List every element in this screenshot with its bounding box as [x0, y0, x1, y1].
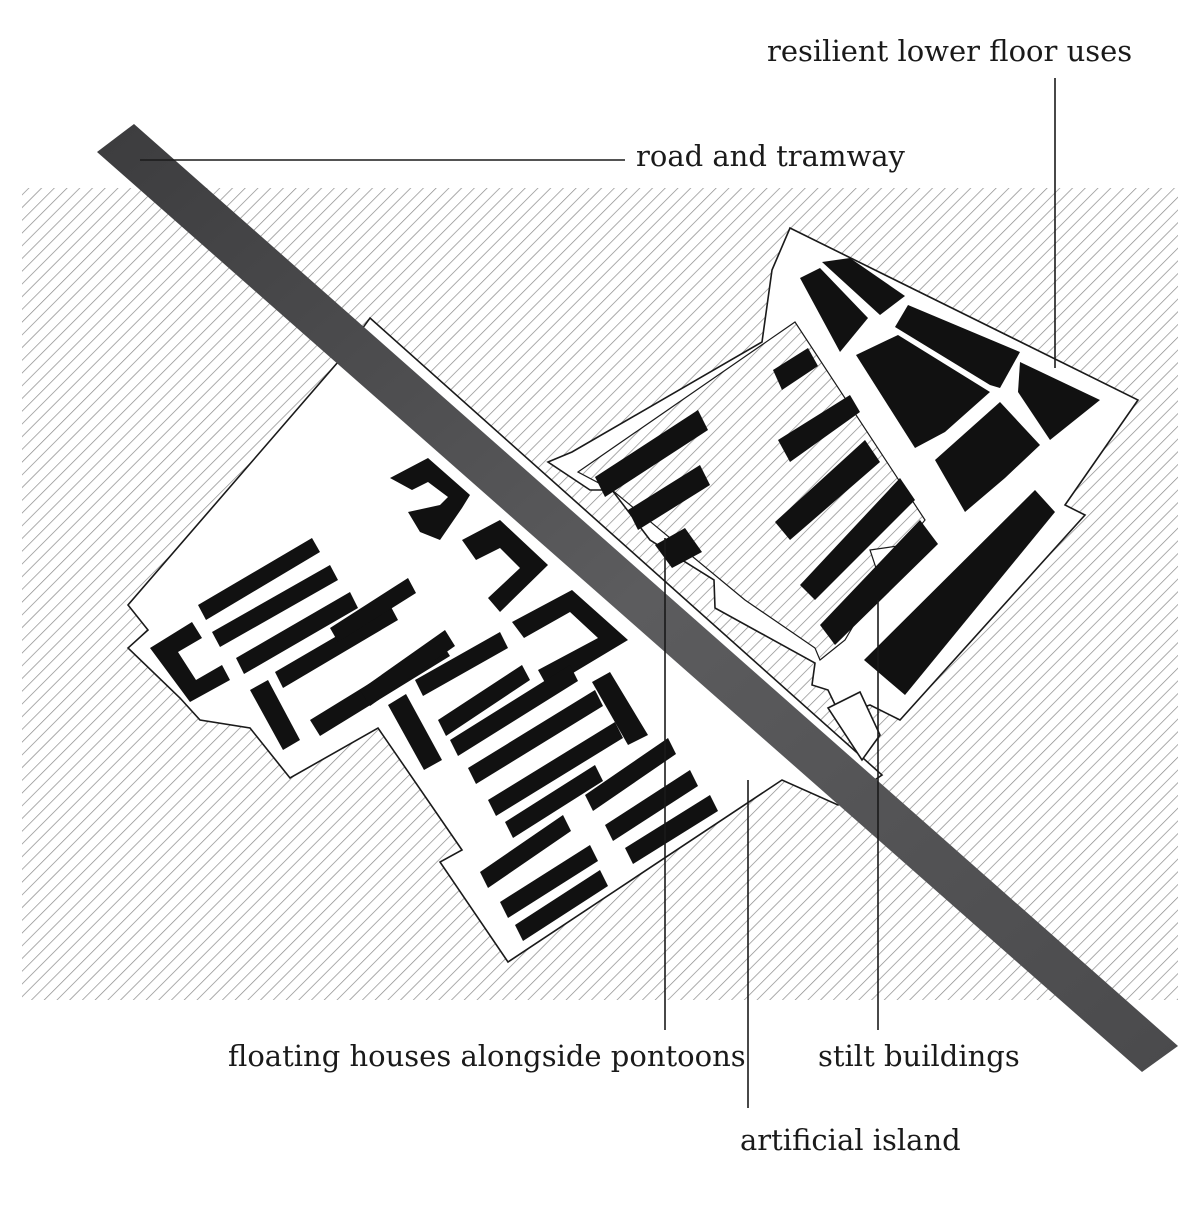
floating-houses-group — [150, 458, 718, 941]
stilt-bar-1 — [864, 490, 1055, 695]
float-bar-18 — [605, 770, 698, 841]
pontoon-bar-2 — [628, 465, 710, 530]
float-bar-20 — [480, 815, 571, 888]
label-resilient-lower-floor-uses: resilient lower floor uses — [767, 34, 1132, 68]
float-bar-5 — [330, 578, 416, 642]
resilient-block-2 — [822, 258, 905, 315]
resilient-block-3 — [895, 305, 1020, 388]
pontoon-bar-3 — [655, 528, 702, 568]
float-bar-14 — [488, 722, 623, 816]
resilient-block-6 — [935, 402, 1040, 512]
float-bar-3 — [236, 592, 358, 674]
hook-block-1 — [390, 458, 470, 540]
resilient-block-4 — [1018, 362, 1100, 440]
road-and-tramway — [97, 124, 1178, 1072]
stilt-bar-6 — [773, 348, 818, 390]
stilt-bar-5 — [778, 395, 860, 462]
float-bar-16 — [592, 672, 648, 745]
float-bar-22 — [515, 870, 608, 941]
float-bar-1 — [198, 538, 320, 620]
float-bar-17 — [585, 738, 676, 811]
stilt-bar-4 — [775, 440, 880, 540]
float-bar-15 — [505, 765, 603, 838]
label-floating-houses: floating houses alongside pontoons — [228, 1039, 746, 1073]
float-bar-4 — [275, 605, 398, 688]
resilient-block-5 — [856, 335, 990, 448]
float-bar-6 — [250, 680, 300, 750]
stilt-bar-3 — [800, 478, 915, 600]
float-bar-21 — [500, 845, 598, 918]
float-bar-2 — [212, 565, 338, 647]
pontoon-bar-1 — [595, 410, 708, 497]
float-bar-19 — [625, 795, 718, 864]
stilt-buildings-group — [595, 258, 1100, 695]
label-stilt-buildings: stilt buildings — [818, 1039, 1020, 1073]
float-bar-12 — [450, 665, 578, 756]
float-bar-9 — [388, 694, 442, 770]
corner-block — [150, 622, 230, 702]
label-road-and-tramway: road and tramway — [636, 139, 906, 173]
pier-triangle — [826, 690, 881, 762]
float-bar-8 — [360, 630, 455, 706]
hook-block-2 — [462, 520, 548, 612]
float-bar-13 — [468, 690, 603, 784]
label-artificial-island: artificial island — [740, 1123, 961, 1157]
float-bar-10 — [415, 632, 508, 696]
hook-block-3 — [512, 590, 628, 688]
stilt-bar-2 — [820, 520, 938, 645]
artificial-island-left — [126, 316, 884, 964]
float-bar-11 — [438, 665, 530, 736]
resilient-block-1 — [800, 268, 868, 352]
